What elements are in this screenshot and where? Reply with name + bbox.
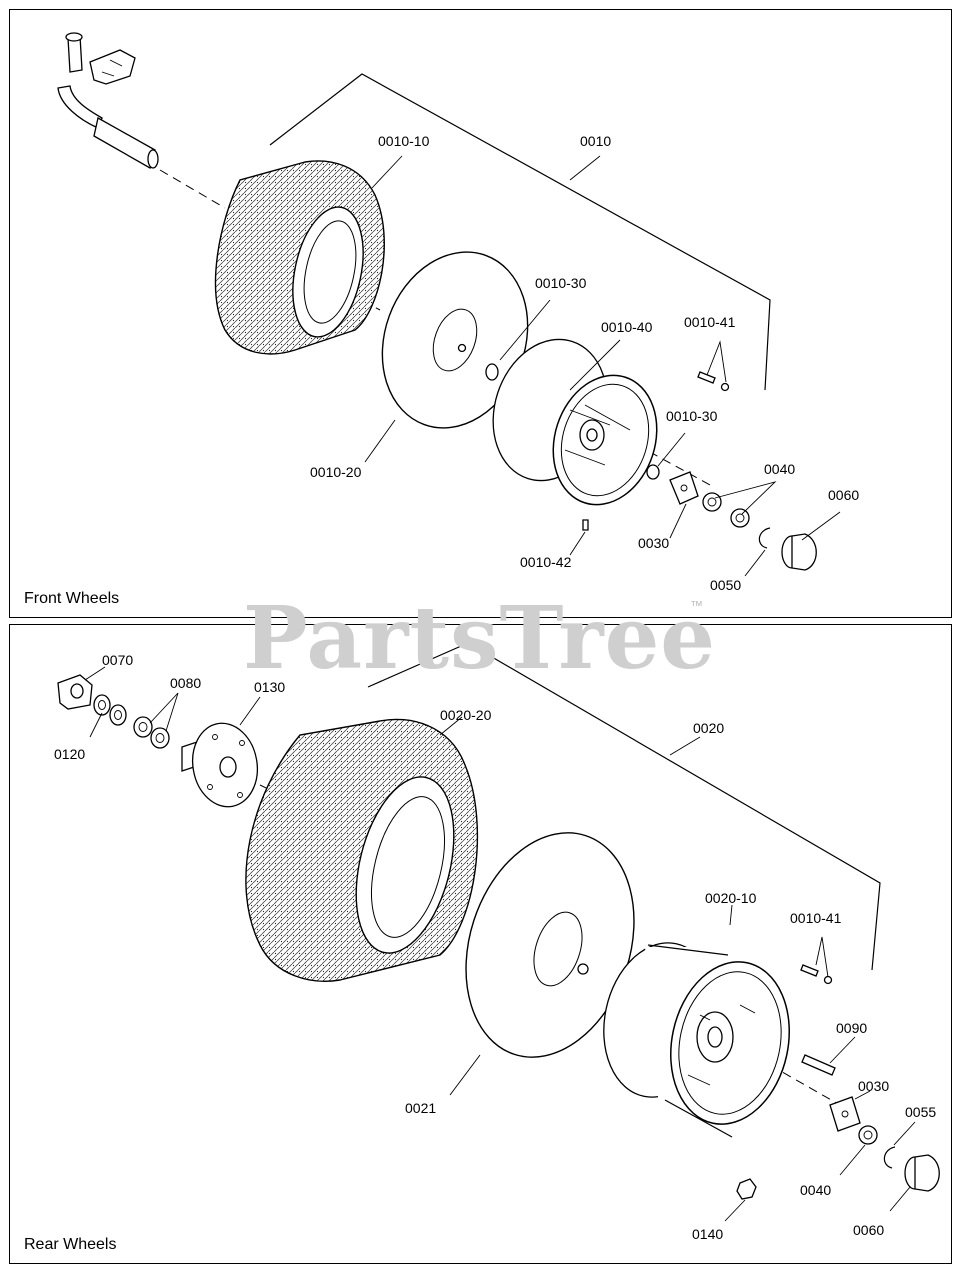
front-valve-bolt bbox=[697, 371, 730, 392]
front-wheels-title: Front Wheels bbox=[24, 590, 120, 607]
callout-0010-30-a: 0010-30 bbox=[535, 275, 587, 291]
front-retaining-ring bbox=[758, 527, 771, 549]
callout-0060-rear: 0060 bbox=[853, 1222, 884, 1238]
front-spacer-plate bbox=[669, 471, 699, 505]
callout-0060: 0060 bbox=[828, 487, 859, 503]
callout-0050: 0050 bbox=[710, 577, 741, 593]
callout-0040-rear: 0040 bbox=[800, 1182, 831, 1198]
callout-0030: 0030 bbox=[638, 535, 669, 551]
callout-0130: 0130 bbox=[254, 679, 285, 695]
front-valve-stem bbox=[582, 519, 589, 531]
front-inner-tube bbox=[381, 251, 529, 429]
rear-washer-0040 bbox=[858, 1125, 878, 1145]
rear-washer-0120-b bbox=[109, 704, 127, 726]
rear-washer-0080-b bbox=[150, 727, 170, 749]
front-hub-cap bbox=[781, 533, 817, 571]
rear-washer-0080-a bbox=[133, 716, 153, 738]
rear-tire bbox=[245, 718, 479, 982]
front-bearing-inner bbox=[485, 363, 499, 381]
front-wheels-panel: 0010-10 0010 0010-30 0010-40 0010-41 001… bbox=[9, 9, 952, 618]
front-bearing-outer bbox=[646, 464, 660, 480]
callout-0020: 0020 bbox=[693, 720, 724, 736]
callout-0020-10: 0020-10 bbox=[705, 890, 757, 906]
callout-0090: 0090 bbox=[836, 1020, 867, 1036]
rear-washer-0120-a bbox=[93, 694, 111, 716]
callout-0030-rear: 0030 bbox=[858, 1078, 889, 1094]
callout-0020-20: 0020-20 bbox=[440, 707, 492, 723]
front-wheels-diagram: 0010-10 0010 0010-30 0010-40 0010-41 001… bbox=[57, 32, 859, 593]
rear-lug-nut bbox=[736, 1178, 757, 1200]
trademark-symbol: ™ bbox=[690, 598, 703, 613]
callout-0140: 0140 bbox=[692, 1226, 723, 1242]
callout-0010-30-b: 0010-30 bbox=[666, 408, 718, 424]
callout-0010-20: 0010-20 bbox=[310, 464, 362, 480]
callout-0040: 0040 bbox=[764, 461, 795, 477]
front-washer-1 bbox=[702, 492, 722, 512]
partstree-watermark: PartsTree bbox=[243, 588, 717, 689]
callout-0010-10: 0010-10 bbox=[378, 133, 430, 149]
callout-0010-42: 0010-42 bbox=[520, 554, 572, 570]
callout-0010-41: 0010-41 bbox=[684, 314, 736, 330]
callout-0010-40: 0010-40 bbox=[601, 319, 653, 335]
front-tire bbox=[214, 160, 385, 355]
callout-0010-41-rear: 0010-41 bbox=[790, 910, 842, 926]
rear-wheels-title: Rear Wheels bbox=[24, 1236, 117, 1253]
rear-wheels-diagram: 0070 0080 0130 0120 0020-20 0020 0020-10… bbox=[54, 642, 940, 1242]
front-washer-2 bbox=[730, 508, 750, 528]
rear-key bbox=[801, 1054, 836, 1076]
rear-hub bbox=[181, 722, 258, 808]
spindle-assembly bbox=[57, 32, 159, 169]
callout-0021: 0021 bbox=[405, 1100, 436, 1116]
rear-spacer-plate bbox=[829, 1096, 861, 1132]
callout-0120: 0120 bbox=[54, 746, 85, 762]
rear-hub-cap bbox=[904, 1154, 940, 1192]
rear-wheels-panel: 0070 0080 0130 0120 0020-20 0020 0020-10… bbox=[9, 624, 952, 1264]
callout-0055: 0055 bbox=[905, 1104, 936, 1120]
rear-bearing-block bbox=[57, 674, 93, 710]
rear-retaining-ring bbox=[883, 1146, 896, 1169]
callout-0070: 0070 bbox=[102, 652, 133, 668]
front-rim bbox=[492, 338, 658, 506]
rear-rim bbox=[603, 942, 790, 1140]
callout-0010: 0010 bbox=[580, 133, 611, 149]
callout-0080: 0080 bbox=[170, 675, 201, 691]
